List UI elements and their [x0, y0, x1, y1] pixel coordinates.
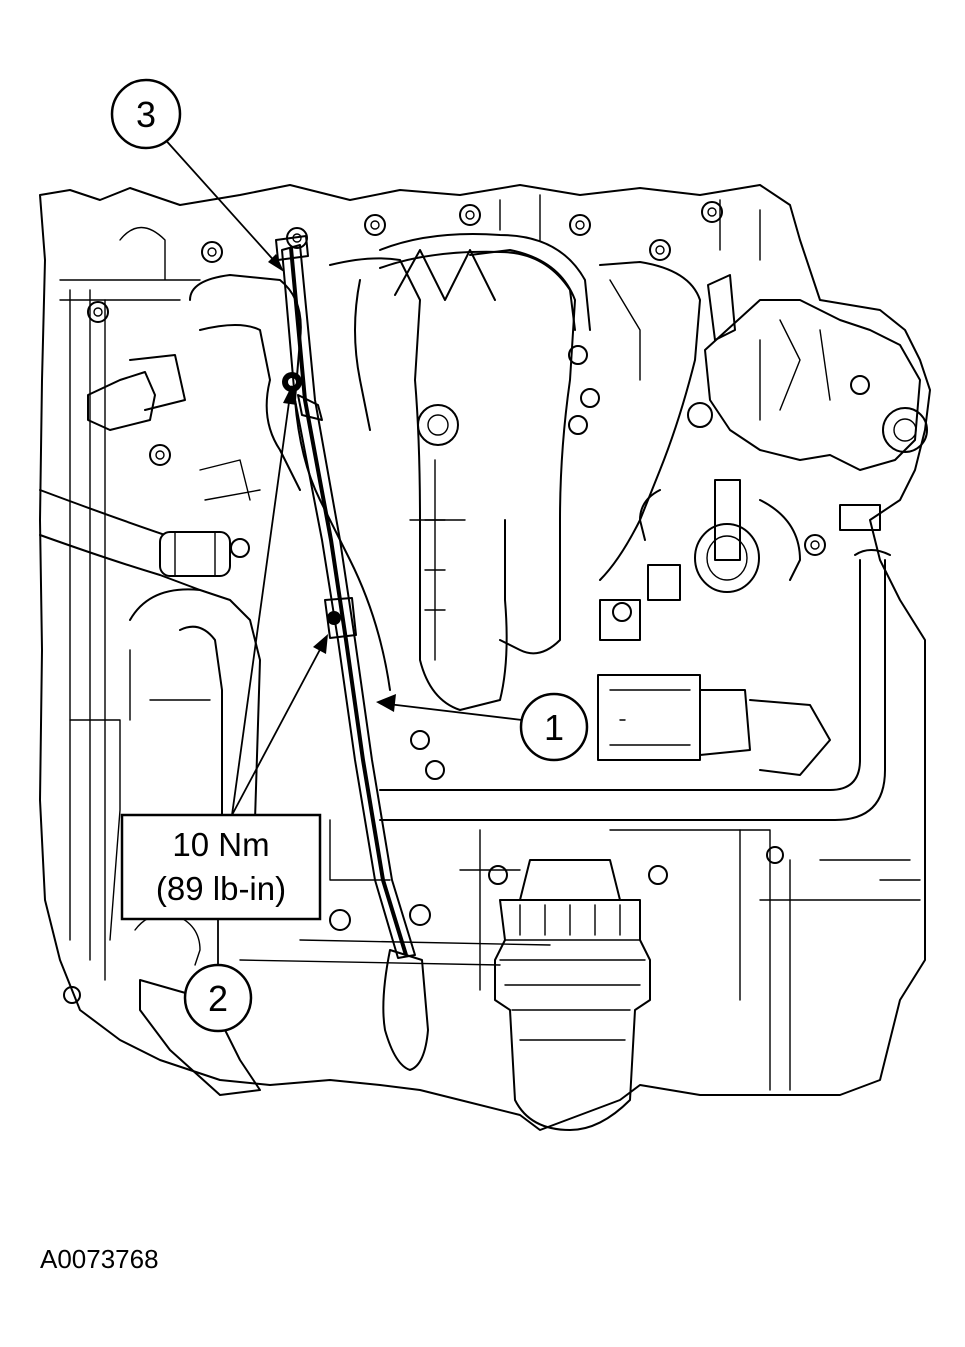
torque-spec-box: 10 Nm (89 lb-in)	[120, 813, 322, 921]
callout-1-label: 1	[544, 707, 564, 748]
callout-2-label: 2	[208, 978, 228, 1019]
callout-3-label: 3	[136, 94, 156, 135]
callout-3: 3	[110, 78, 182, 150]
callout-2: 2	[183, 963, 253, 1033]
engine-illustration	[39, 184, 931, 1131]
torque-spec-imperial: (89 lb-in)	[156, 870, 286, 907]
torque-spec-metric: 10 Nm	[172, 826, 269, 863]
leader-lines	[161, 135, 523, 965]
figure-id: A0073768	[40, 1244, 159, 1274]
callout-1: 1	[519, 692, 589, 762]
